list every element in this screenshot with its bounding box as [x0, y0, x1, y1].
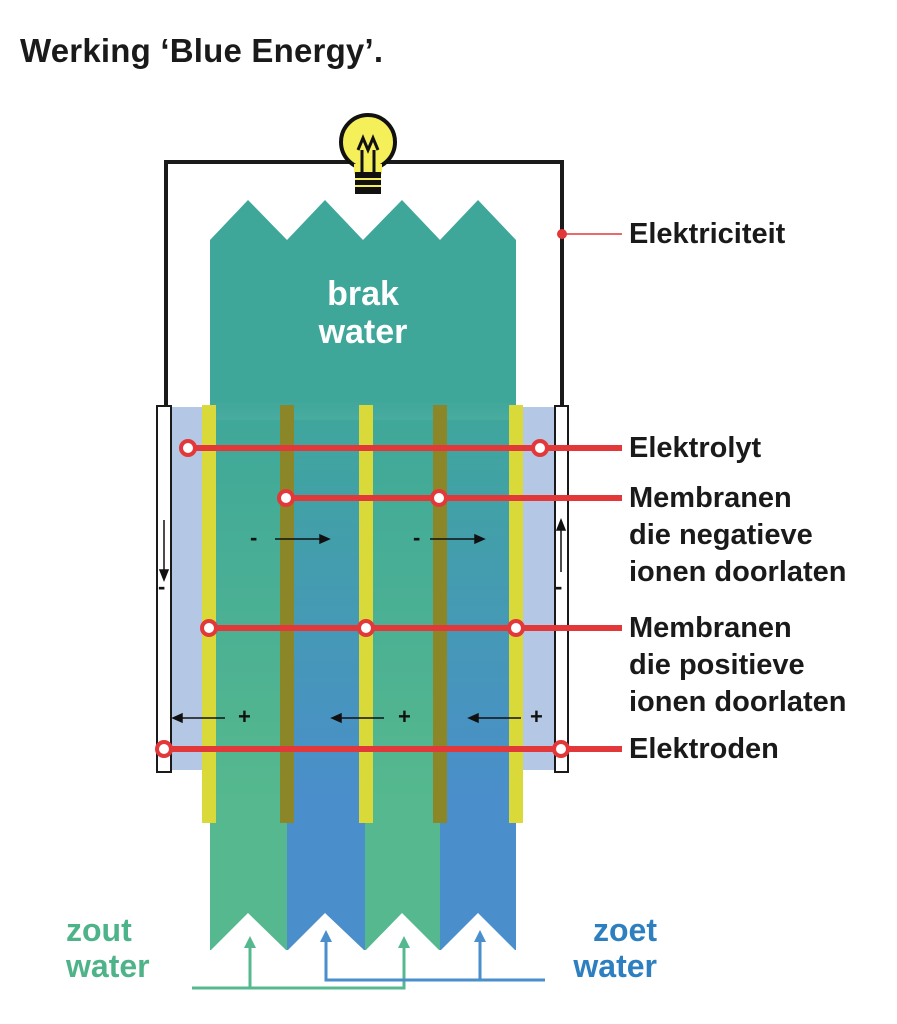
pointer-dot-electrode-left	[155, 740, 173, 758]
pipe-salt-arrow-1	[244, 936, 256, 948]
sign-negative-2: -	[413, 525, 421, 550]
zoet-water-line-2: water	[573, 948, 657, 984]
membrane-negative-1	[280, 405, 294, 823]
sign-positive-3: +	[530, 704, 543, 729]
arrowhead-pos-1	[171, 712, 183, 724]
label-membranen-positief-line-3: ionen doorlaten	[629, 686, 847, 718]
brackish-water-region	[210, 200, 516, 402]
membrane-negative-2	[433, 405, 447, 823]
pointer-dot-pos-1	[200, 619, 218, 637]
membrane-positive-3	[509, 405, 523, 823]
pipe-salt-arrow-2	[398, 936, 410, 948]
membrane-positive-1	[202, 405, 216, 823]
pointer-dot-elektrolyt-right	[531, 439, 549, 457]
sign-negative-1: -	[250, 525, 258, 550]
label-membranen-negatief-line-2: die negatieve	[629, 519, 813, 551]
brak-water-label: brak water	[263, 275, 463, 351]
electrode-left	[156, 405, 172, 773]
label-elektrolyt: Elektrolyt	[629, 432, 762, 464]
inlet-notches	[210, 913, 516, 960]
pointer-dot-neg-2	[430, 489, 448, 507]
pipe-salt	[192, 944, 406, 990]
label-elektriciteit: Elektriciteit	[629, 218, 786, 250]
arrowhead-electrode-left	[158, 569, 170, 583]
arrowhead-pos-3	[467, 712, 479, 724]
arrowhead-neg-2	[474, 533, 486, 545]
light-bulb-icon	[339, 113, 397, 194]
label-membranen-positief-line-1: Membranen	[629, 612, 792, 644]
page-title: Werking ‘Blue Energy’.	[20, 32, 384, 69]
label-elektroden: Elektroden	[629, 733, 779, 765]
pipe-fresh-arrow-2	[474, 930, 486, 942]
zout-water-line-1: zout	[66, 912, 132, 948]
zout-water-line-2: water	[66, 948, 150, 984]
pointer-dot-elektrolyt-left	[179, 439, 197, 457]
pipe-fresh-arrow-1	[320, 930, 332, 942]
sign-positive-1: +	[238, 704, 251, 729]
pipe-fresh	[324, 938, 545, 982]
arrowhead-electrode-right	[555, 517, 567, 531]
arrowhead-neg-1	[319, 533, 331, 545]
zoet-water-line-1: zoet	[593, 912, 657, 948]
pointer-dot-neg-1	[277, 489, 295, 507]
label-membranen-positief-line-2: die positieve	[629, 649, 805, 681]
label-membranen-negatief: Membranen die negatieve ionen doorlaten	[629, 480, 847, 591]
brak-water-line-1: brak	[327, 275, 399, 313]
label-membranen-positief: Membranen die positieve ionen doorlaten	[629, 610, 847, 721]
sign-negative-electrode-right: -	[555, 574, 563, 599]
pointer-dot-pos-2	[357, 619, 375, 637]
arrowhead-pos-2	[330, 712, 342, 724]
label-membranen-negatief-line-3: ionen doorlaten	[629, 556, 847, 588]
pointer-dot-pos-3	[507, 619, 525, 637]
pointer-dot-electrode-right	[552, 740, 570, 758]
brak-water-line-2: water	[318, 313, 408, 351]
sign-positive-2: +	[398, 704, 411, 729]
sign-negative-electrode-left: -	[158, 574, 166, 599]
zoet-water-label: zoet water	[545, 912, 657, 984]
label-membranen-negatief-line-1: Membranen	[629, 482, 792, 514]
pointer-dot-elektriciteit	[557, 229, 567, 239]
zout-water-label: zout water	[66, 912, 150, 984]
membrane-positive-2	[359, 405, 373, 823]
